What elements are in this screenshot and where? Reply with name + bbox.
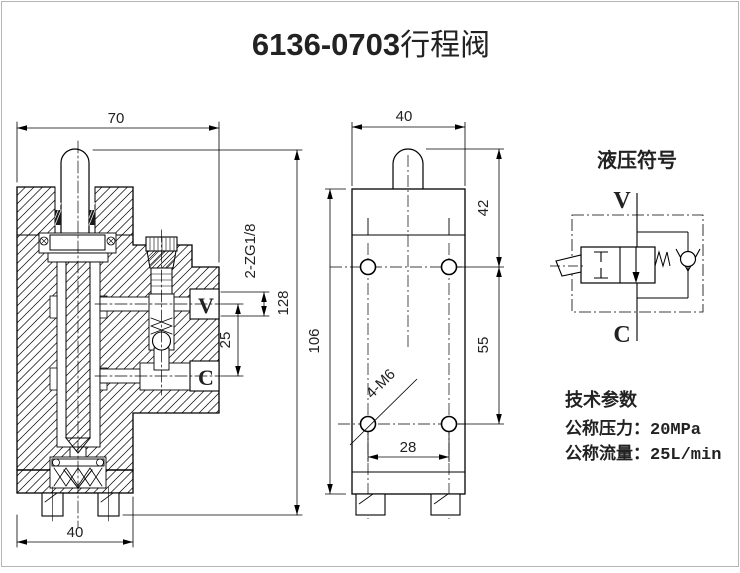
side-view: 70 128 40 25 2-ZG1/8 V C [16, 110, 303, 548]
valve-body-section [16, 186, 220, 471]
symbol-check-valve [679, 250, 697, 268]
front-plunger [392, 148, 424, 189]
dim-55: 55 [475, 337, 492, 354]
mounting-holes [359, 258, 458, 433]
front-view: 40 106 42 55 28 4-M6 [306, 108, 504, 519]
center-lines [77, 140, 221, 528]
symbol-spring [654, 250, 671, 268]
dim-70: 70 [108, 110, 125, 127]
symbol-plunger-actuator [555, 254, 582, 277]
dim-25: 25 [217, 332, 234, 349]
tech-specs: 技术参数 公称压力：20MPa 公称流量：25L/min [565, 389, 721, 465]
thread-label: 2-ZG1/8 [242, 223, 259, 278]
dim-40-base: 40 [67, 524, 84, 541]
symbol-title: 液压符号 [597, 148, 677, 172]
front-dimensions [325, 122, 504, 495]
front-body [351, 188, 466, 495]
port-v-label: V [198, 293, 214, 318]
side-dimensions [16, 121, 303, 548]
dim-28: 28 [400, 439, 417, 456]
symbol-valve-body [580, 246, 656, 284]
symbol-v-label: V [613, 188, 631, 214]
dim-42: 42 [475, 200, 492, 217]
dim-40-top: 40 [396, 108, 413, 125]
symbol-enclosure [571, 214, 704, 313]
dim-128: 128 [275, 290, 292, 315]
page-title: 6136-0703行程阀 [252, 27, 490, 62]
specs-pressure: 公称压力：20MPa [565, 418, 701, 440]
specs-flow: 公称流量：25L/min [565, 443, 721, 465]
dim-106: 106 [306, 328, 323, 353]
port-c-label: C [198, 365, 214, 390]
mounting-feet [41, 486, 120, 522]
specs-heading: 技术参数 [565, 389, 638, 410]
hydraulic-symbol: 液压符号 V C [550, 148, 704, 348]
front-feet [355, 493, 461, 516]
symbol-c-label: C [613, 322, 630, 348]
plunger [60, 148, 90, 236]
